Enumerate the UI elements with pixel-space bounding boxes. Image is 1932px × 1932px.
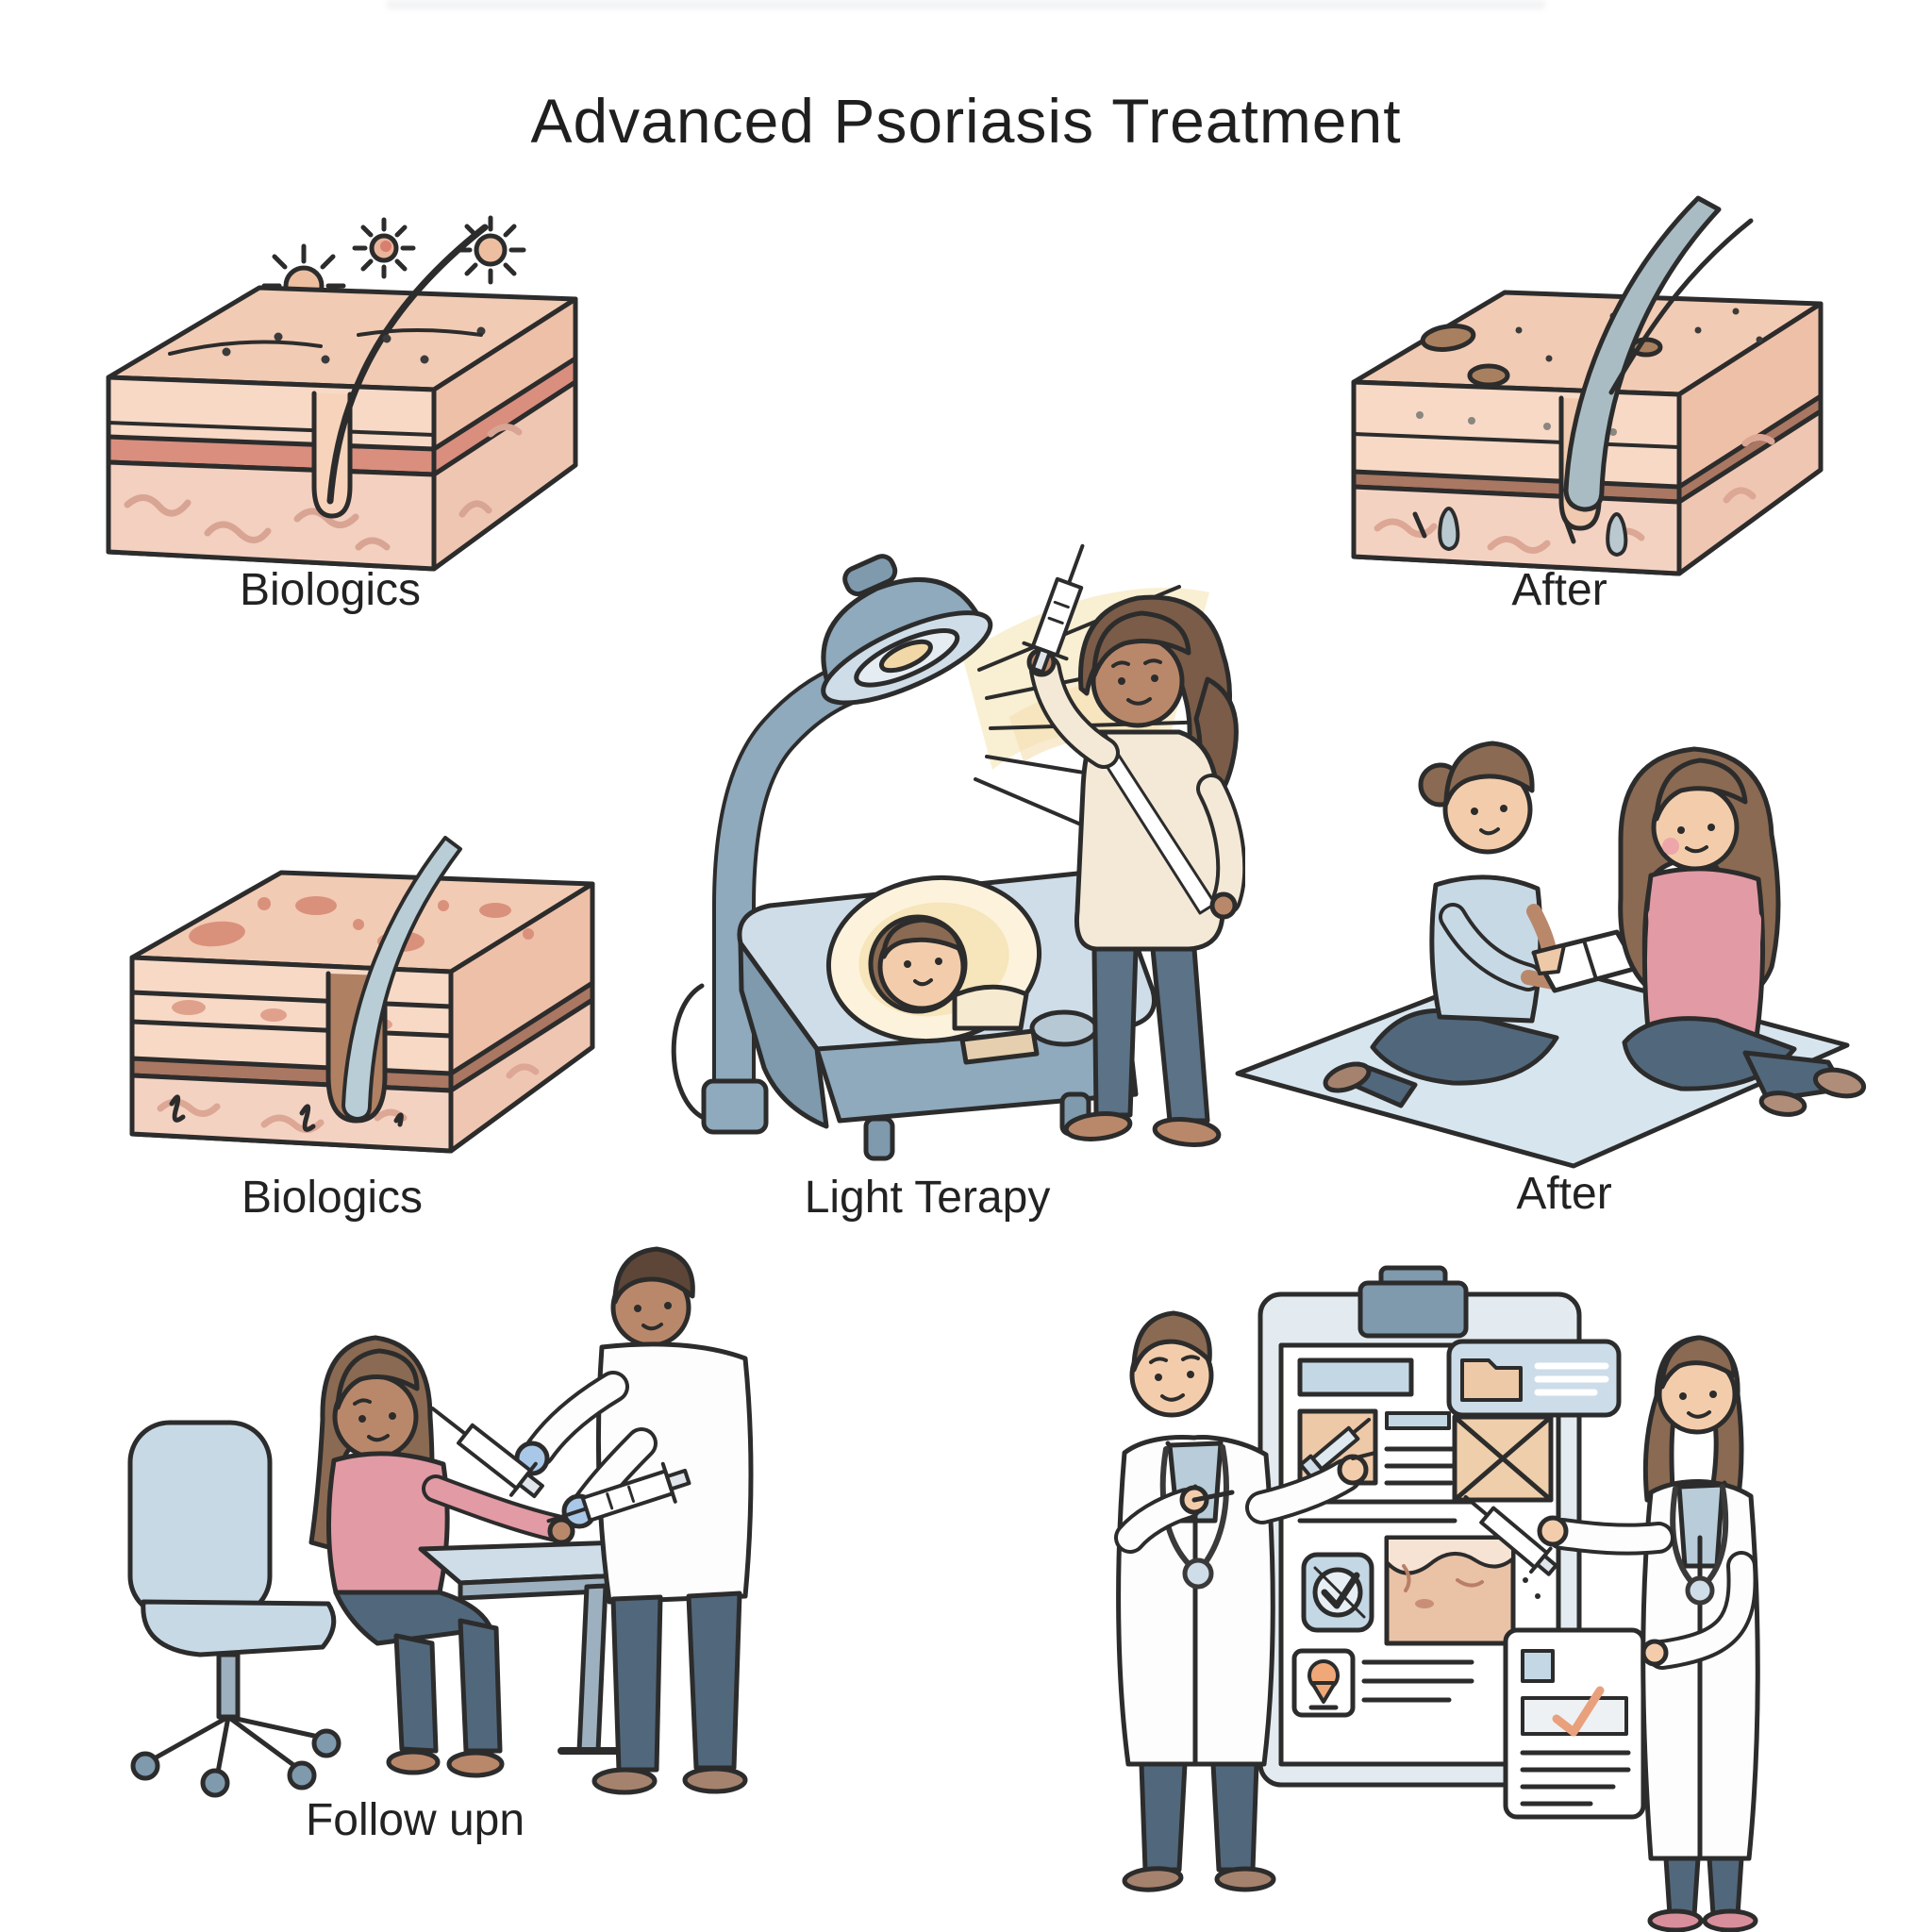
sun-icon [455,215,526,285]
syringe-icon [430,1407,544,1499]
panel-follow-up [85,1217,764,1802]
skin-block [106,224,578,572]
phototherapy-machine [737,871,1157,1161]
label-biologics-mid: Biologics [241,1173,424,1223]
germ-icon [352,217,416,279]
document-icon [1503,1627,1646,1820]
female-doctor [1537,1335,1760,1932]
machine-display [959,1028,1040,1065]
clinician [430,1246,754,1795]
skin-sample-image [1384,1535,1516,1646]
top-artifact [386,0,1546,9]
page-title: Advanced Psoriasis Treatment [530,86,1402,156]
syringe-icon [1463,1494,1558,1576]
label-after-top: After [1511,565,1607,615]
syringe-icon [546,1461,691,1524]
machine-window [825,874,1042,1044]
label-after-mid: After [1516,1169,1612,1219]
uv-lamp-icon [671,554,993,1135]
skin-block [129,836,595,1154]
caregiver [1022,543,1245,1147]
male-doctor [1114,1310,1377,1892]
label-light-therapy: Light Terapy [804,1173,1051,1223]
location-pin-icon [1291,1648,1356,1718]
panel-after-mid [1217,641,1868,1170]
hair-strand [1563,195,1722,512]
dermis-droplet [1438,507,1628,557]
checkmark-icon [1301,1552,1374,1633]
patient-on-mat [1618,746,1867,1117]
machine-button [1029,1009,1099,1047]
label-biologics-top: Biologics [239,565,422,615]
skin-block [1351,195,1824,576]
panel-light-therapy [651,500,1245,1179]
folder-icon [1460,1358,1523,1402]
panel-biologics-top [85,193,594,590]
label-follow-up: Follow upn [305,1795,525,1845]
panel-biologics-mid [113,792,613,1170]
seated-patient [308,1335,575,1778]
panel-doctors-chart [1028,1255,1877,1932]
office-chair [127,1420,341,1798]
syringe-icon [1022,543,1085,675]
panel-after-top [1330,189,1840,594]
hair-strand [341,836,462,1121]
envelope-icon [1452,1414,1554,1503]
stethoscope-icon [1670,1484,1729,1606]
